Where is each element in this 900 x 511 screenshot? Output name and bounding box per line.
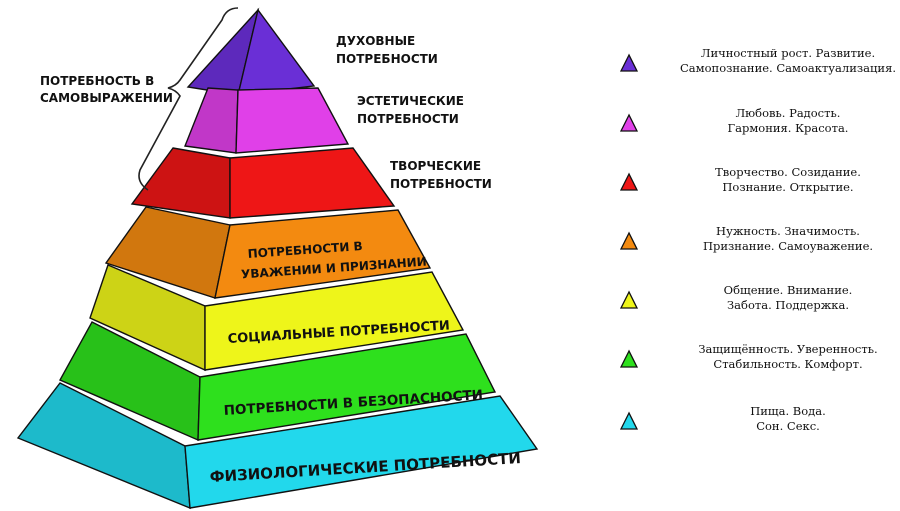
pyramid-tier-6 (59, 321, 497, 442)
legend-item-5: Общение. Внимание.Забота. Поддержка. (619, 283, 853, 312)
side-label-line: ЭСТЕТИЧЕСКИЕ (357, 94, 464, 108)
bracket-label-line-2: САМОВЫРАЖЕНИИ (40, 91, 173, 105)
triangle-icon (619, 411, 639, 430)
pyramid-tier-7 (16, 382, 539, 510)
legend-item-7: Пища. Вода.Сон. Секс. (619, 404, 826, 433)
legend-item-1: Личностный рост. Развитие.Самопознание. … (619, 46, 896, 75)
tier-front-face (214, 209, 432, 299)
side-label-3: ТВОРЧЕСКИЕ ПОТРЕБНОСТИ (390, 159, 492, 191)
bracket-label: ПОТРЕБНОСТЬ В САМОВЫРАЖЕНИИ (40, 74, 173, 105)
pyramid-tier-4 (104, 206, 432, 299)
legend-text-line: Нужность. Значимость. (716, 224, 860, 238)
bracket-label-line-1: ПОТРЕБНОСТЬ В (40, 74, 154, 88)
pyramid-tier-2 (184, 87, 350, 154)
side-label-line: ПОТРЕБНОСТИ (336, 52, 438, 66)
legend-text-line: Общение. Внимание. (724, 283, 853, 297)
legend-text: Пища. Вода.Сон. Секс. (750, 404, 826, 433)
legend-item-2: Любовь. Радость.Гармония. Красота. (619, 106, 849, 135)
legend-text-line: Гармония. Красота. (728, 121, 849, 135)
triangle-icon (619, 53, 639, 72)
legend-text: Нужность. Значимость.Признание. Самоуваж… (703, 224, 873, 253)
tier-front-face (197, 333, 497, 441)
side-labels: ДУХОВНЫЕ ПОТРЕБНОСТИ ЭСТЕТИЧЕСКИЕ ПОТРЕБНОС… (336, 34, 492, 191)
triangle-icon (619, 172, 639, 191)
side-label-line: ДУХОВНЫЕ (336, 34, 415, 48)
legend-text: Любовь. Радость.Гармония. Красота. (728, 106, 849, 135)
pyramid-tier-5 (89, 264, 465, 372)
legend-text: Защищённость. Уверенность.Стабильность. … (698, 342, 877, 371)
legend-text-line: Пища. Вода. (750, 404, 826, 418)
side-label-2: ЭСТЕТИЧЕСКИЕ ПОТРЕБНОСТИ (357, 94, 464, 126)
legend-text-line: Забота. Поддержка. (727, 298, 849, 312)
legend-item-6: Защищённость. Уверенность.Стабильность. … (619, 342, 878, 371)
tier-front-face (235, 87, 350, 154)
legend-text-line: Познание. Открытие. (722, 180, 853, 194)
legend-text-line: Защищённость. Уверенность. (698, 342, 877, 356)
triangle-icon (619, 113, 639, 132)
legend-text-line: Любовь. Радость. (736, 106, 841, 120)
legend-item-3: Творчество. Созидание.Познание. Открытие… (619, 165, 861, 194)
legend-text-line: Самопознание. Самоактуализация. (680, 61, 896, 75)
legend-text-line: Признание. Самоуважение. (703, 239, 873, 253)
pyramid-tier-3 (130, 147, 396, 219)
legend: Личностный рост. Развитие.Самопознание. … (619, 46, 896, 433)
legend-text-line: Личностный рост. Развитие. (701, 46, 875, 60)
side-label-line: ПОТРЕБНОСТИ (357, 112, 459, 126)
pyramid-tier-1 (186, 7, 316, 96)
legend-text-line: Сон. Секс. (756, 419, 820, 433)
triangle-icon (619, 349, 639, 368)
legend-text: Творчество. Созидание.Познание. Открытие… (715, 165, 861, 194)
tier-front-face (229, 147, 396, 219)
tier-front-face (204, 271, 465, 371)
triangle-icon (619, 290, 639, 309)
side-label-line: ПОТРЕБНОСТИ (390, 177, 492, 191)
legend-item-4: Нужность. Значимость.Признание. Самоуваж… (619, 224, 873, 253)
legend-text-line: Творчество. Созидание. (715, 165, 861, 179)
legend-text-line: Стабильность. Комфорт. (713, 357, 862, 371)
legend-text: Общение. Внимание.Забота. Поддержка. (724, 283, 853, 312)
side-label-line: ТВОРЧЕСКИЕ (390, 159, 481, 173)
bracket-curve (138, 7, 239, 191)
tier-front-face (184, 395, 539, 509)
triangle-icon (619, 231, 639, 250)
side-label-1: ДУХОВНЫЕ ПОТРЕБНОСТИ (336, 34, 438, 66)
self-expression-bracket: ПОТРЕБНОСТЬ В САМОВЫРАЖЕНИИ (40, 7, 239, 191)
legend-text: Личностный рост. Развитие.Самопознание. … (680, 46, 896, 75)
pyramid: ПОТРЕБНОСТИ ВУВАЖЕНИИ И ПРИЗНАНИИСОЦИАЛЬ… (16, 7, 539, 510)
tier-left-face (184, 87, 239, 154)
